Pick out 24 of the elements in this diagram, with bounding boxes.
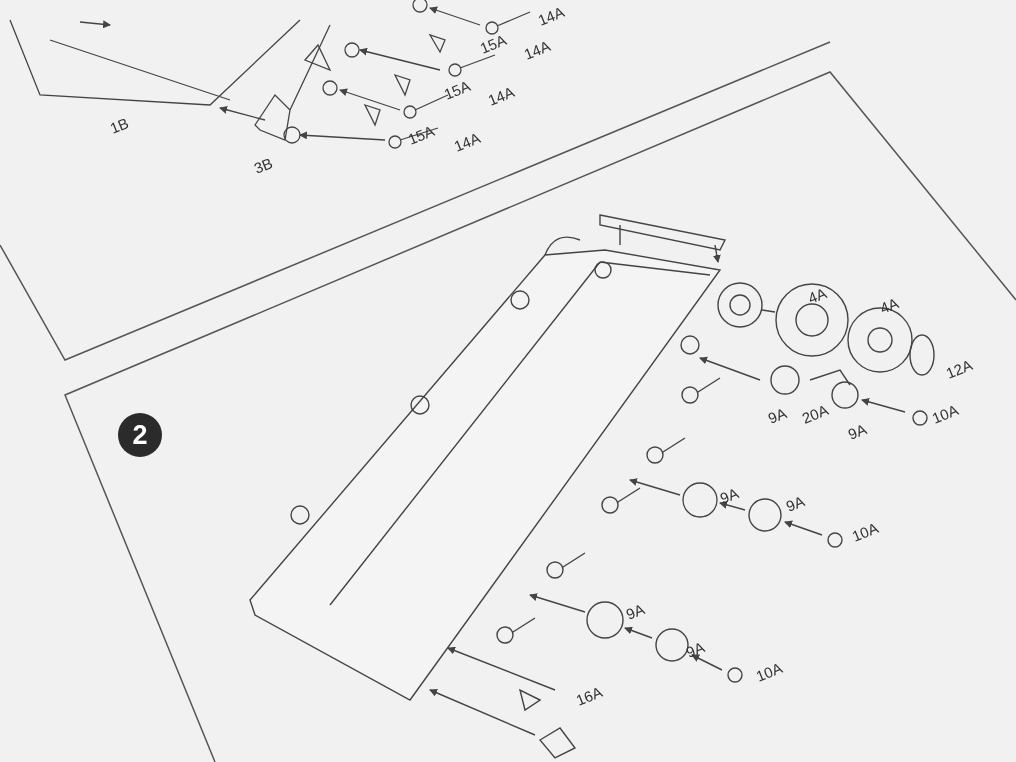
part-number: 9A (684, 639, 707, 660)
part-number: 16A (574, 684, 605, 708)
part-number: 15A (442, 78, 473, 102)
part-number: 14A (486, 84, 517, 108)
part-number: 4A (806, 285, 829, 306)
part-number: 15A (406, 123, 437, 147)
part-number: 1B (108, 115, 131, 136)
part-number: 10A (754, 660, 785, 684)
part-number: 15A (478, 32, 509, 56)
part-number: 3B (252, 155, 275, 176)
part-number: 9A (846, 421, 869, 442)
part-number: 9A (718, 485, 741, 506)
part-number: 14A (452, 130, 483, 154)
part-number: 4A (878, 295, 901, 316)
part-number: 14A (522, 38, 553, 62)
part-number: 9A (624, 601, 647, 622)
part-number: 14A (536, 4, 567, 28)
step-number: 2 (118, 413, 162, 457)
part-number: 9A (766, 405, 789, 426)
part-number: 10A (850, 520, 881, 544)
part-number: 20A (800, 402, 831, 426)
part-number: 12A (944, 357, 975, 381)
part-number: 9A (784, 493, 807, 514)
part-number: 10A (930, 402, 961, 426)
